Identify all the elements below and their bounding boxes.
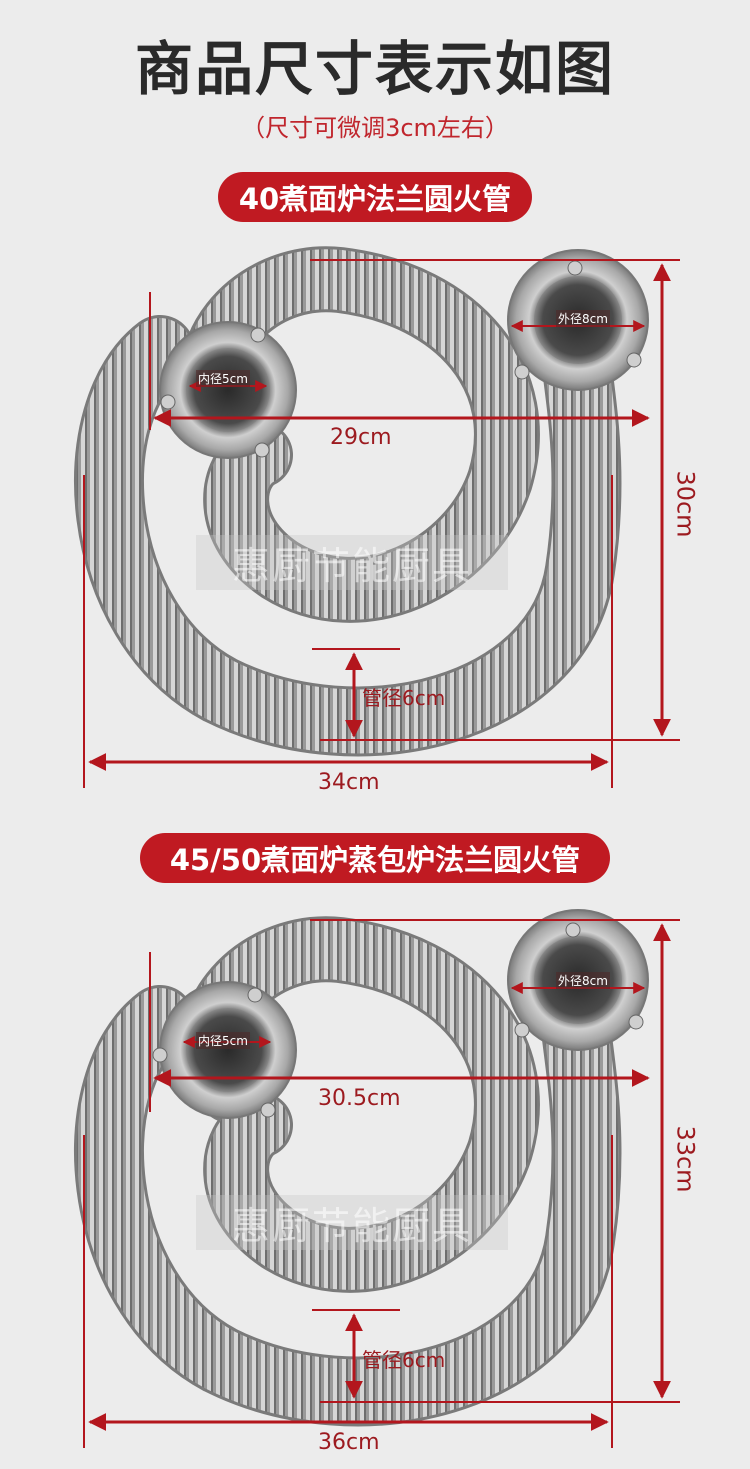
outer-diameter-label: 外径8cm xyxy=(556,310,610,327)
pipe-diameter-label: 管径6cm xyxy=(362,686,446,710)
product-label-1: 40煮面炉法兰圆火管 xyxy=(218,172,532,222)
outer-diameter-label: 外径8cm xyxy=(556,972,610,989)
width-label: 34cm xyxy=(318,770,380,795)
flange-span-label: 30.5cm xyxy=(318,1086,401,1111)
watermark: 惠厨节能厨具 xyxy=(196,1195,509,1250)
inner-diameter-label: 内径5cm xyxy=(196,1032,250,1049)
inner-diameter-label: 内径5cm xyxy=(196,370,250,387)
inner-flange xyxy=(159,321,297,459)
product-panel-1: 惠厨节能厨具 内径5cm 外径8cm 29cm 30cm 34cm 管径6cm xyxy=(0,240,750,800)
product-panel-2: 惠厨节能厨具 内径5cm 外径8cm 30.5cm 33cm 36cm 管径6c… xyxy=(0,900,750,1460)
height-label: 30cm xyxy=(671,470,700,538)
flange-span-label: 29cm xyxy=(330,425,392,450)
hose-illustration-2 xyxy=(74,909,680,1448)
page-subtitle: （尺寸可微调3cm左右） xyxy=(241,114,509,142)
product-label-2: 45/50煮面炉蒸包炉法兰圆火管 xyxy=(140,833,610,883)
pipe-diameter-label: 管径6cm xyxy=(362,1348,446,1372)
page-title: 商品尺寸表示如图 xyxy=(134,35,615,103)
watermark: 惠厨节能厨具 xyxy=(196,535,509,590)
width-label: 36cm xyxy=(318,1430,380,1455)
hose-illustration-1 xyxy=(74,246,680,788)
height-label: 33cm xyxy=(671,1125,700,1193)
